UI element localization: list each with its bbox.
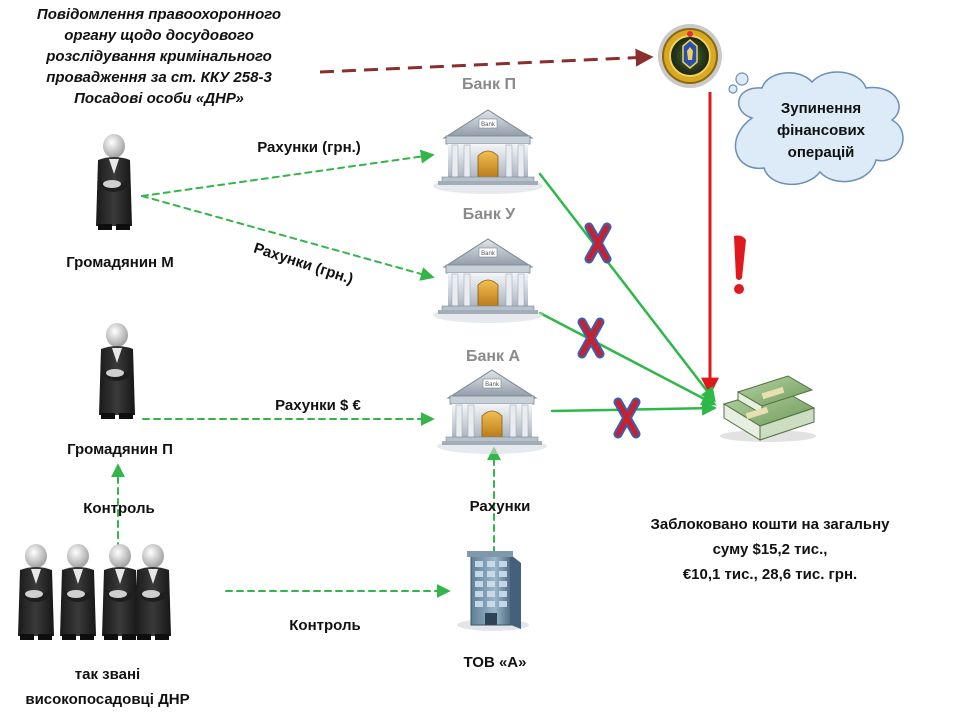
notice-arrow	[319, 48, 654, 74]
agency-emblem-icon	[658, 24, 722, 88]
edge-m-to-bank-p	[141, 149, 435, 197]
cloud-text-line: фінансових	[776, 122, 866, 139]
summary-line: Заблоковано кошти на загальну	[650, 516, 890, 533]
citizen-m-icon	[96, 134, 132, 230]
edge-label-officials-to-p: Контроль	[83, 500, 155, 517]
citizen-p-icon	[99, 323, 135, 419]
edge-label-m-to-bank-u: Рахунки (грн.)	[251, 240, 355, 288]
notice-line: Посадові особи «ДНР»	[74, 90, 244, 107]
edge-label-p-to-bank-a: Рахунки $ €	[275, 397, 361, 414]
flow-bank-p-to-money	[538, 172, 716, 403]
citizen-p-label: Громадянин П	[67, 441, 173, 458]
summary-line: суму $15,2 тис.,	[712, 541, 828, 558]
group-of-people-icon	[18, 544, 171, 640]
edge-m-to-bank-u	[141, 195, 435, 281]
citizen-m-label: Громадянин М	[66, 254, 174, 271]
exclamation-icon	[734, 235, 746, 294]
notice-line: розслідування кримінального	[46, 48, 272, 65]
bank-u-label: Банк У	[462, 206, 516, 223]
company-label: ТОВ «А»	[463, 654, 527, 671]
bank-a-icon	[436, 369, 548, 455]
blocked-funds-summary: Заблоковано кошти на загальну суму $15,2…	[600, 512, 940, 587]
officials-label-line: високопосадовці ДНР	[25, 691, 190, 708]
bank-p-label: Банк П	[461, 76, 516, 93]
bank-a-label: Банк А	[465, 348, 521, 365]
blocked-x-icon	[613, 397, 641, 439]
blocked-x-icon	[577, 317, 605, 359]
officials-label: так звані високопосадовці ДНР	[0, 662, 215, 712]
notice-line: органу щодо досудового	[64, 27, 254, 44]
summary-line: €10,1 тис., 28,6 тис. грн.	[682, 566, 858, 583]
police-notice-text: Повідомлення правоохоронного органу щодо…	[4, 4, 314, 109]
edge-label-officials-to-company: Контроль	[289, 617, 361, 634]
edge-label-company-to-bank-a: Рахунки	[469, 498, 531, 515]
notice-line: Повідомлення правоохоронного	[36, 6, 282, 23]
bank-p-icon	[432, 109, 544, 195]
bank-u-icon	[432, 238, 544, 324]
money-stack-icon	[720, 375, 816, 442]
blocked-x-icon	[584, 222, 612, 264]
notice-line: провадження за ст. ККУ 258-3	[46, 69, 272, 86]
cloud-text: Зупинення фінансових операцій	[742, 98, 900, 164]
officials-label-line: так звані	[74, 666, 141, 683]
cloud-text-line: операцій	[787, 144, 855, 161]
cloud-shape	[728, 71, 904, 186]
edge-label-m-to-bank-p: Рахунки (грн.)	[257, 139, 361, 156]
office-building-icon	[457, 551, 529, 631]
cloud-text-line: Зупинення	[780, 100, 862, 117]
flow-bank-u-to-money	[538, 311, 717, 406]
